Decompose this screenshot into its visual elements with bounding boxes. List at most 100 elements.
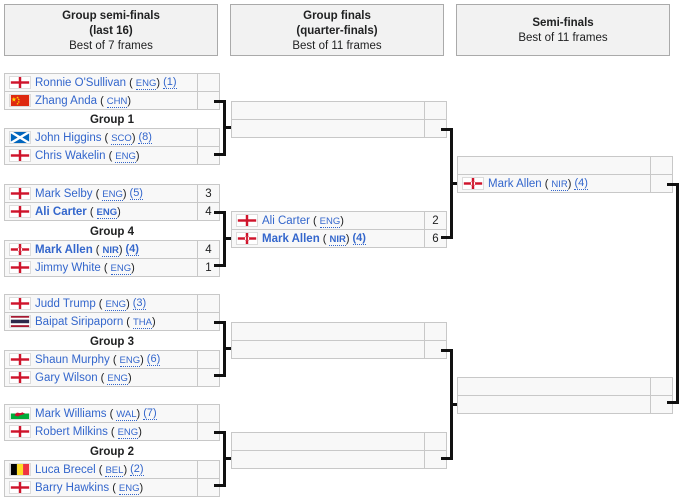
country-code-label[interactable]: ENG [117, 426, 139, 439]
match-r1-3[interactable]: Mark Selby (ENG)(5)3 Ali Carter (ENG)4 [4, 184, 220, 221]
seed-number[interactable]: (4) [125, 243, 139, 256]
country-code-label[interactable]: ENG [115, 150, 136, 163]
country-code-label[interactable]: ENG [96, 206, 118, 219]
seed-number[interactable]: (2) [130, 463, 144, 476]
player-name[interactable]: Judd Trump [35, 297, 96, 310]
player-name[interactable]: Mark Allen [488, 177, 542, 190]
match-r2-3[interactable] [231, 322, 447, 359]
country-code-label[interactable]: CHN [106, 95, 128, 108]
table-row[interactable] [231, 119, 447, 138]
player-name[interactable]: Barry Hawkins [35, 481, 110, 494]
table-row[interactable]: Luca Brecel (BEL)(2) [4, 460, 220, 479]
table-row[interactable]: Mark Allen (NIR)(4)6 [231, 229, 447, 248]
table-row[interactable] [231, 432, 447, 451]
score-cell: 4 [197, 241, 219, 258]
player-name-cell [232, 341, 424, 358]
player-name[interactable]: Mark Allen [35, 243, 93, 256]
country-code-label[interactable]: ENG [118, 482, 140, 495]
table-row[interactable]: Mark Williams (WAL)(7) [4, 404, 220, 423]
match-r1-2[interactable]: John Higgins (SCO)(8) Chris Wakelin (ENG… [4, 128, 220, 165]
table-row[interactable]: Chris Wakelin (ENG) [4, 146, 220, 165]
player-name[interactable]: Shaun Murphy [35, 353, 110, 366]
match-r2-2[interactable]: Ali Carter (ENG)2 Mark Allen (NIR)(4)6 [231, 211, 447, 248]
player-name[interactable]: Ali Carter [262, 214, 310, 227]
match-r2-4[interactable] [231, 432, 447, 469]
table-row[interactable] [457, 377, 673, 396]
table-row[interactable]: Gary Wilson (ENG) [4, 368, 220, 387]
seed-number[interactable]: (4) [352, 232, 366, 245]
table-row[interactable] [231, 340, 447, 359]
table-row[interactable]: Baipat Siripaporn (THA) [4, 312, 220, 331]
country-code-label[interactable]: ENG [110, 262, 132, 275]
country-code-label[interactable]: ENG [107, 372, 128, 385]
match-r2-1[interactable] [231, 101, 447, 138]
player-name[interactable]: Chris Wakelin [35, 149, 106, 162]
country-code-label[interactable]: ENG [105, 298, 127, 311]
table-row[interactable]: Ronnie O'Sullivan (ENG)(1) [4, 73, 220, 92]
seed-number[interactable]: (7) [143, 407, 157, 420]
player-name[interactable]: Zhang Anda [35, 94, 98, 107]
match-r1-7[interactable]: Mark Williams (WAL)(7) Robert Milkins (E… [4, 404, 220, 441]
player-name[interactable]: Ali Carter [35, 205, 87, 218]
table-row[interactable]: Robert Milkins (ENG) [4, 422, 220, 441]
match-r3-2[interactable] [457, 377, 673, 414]
table-row[interactable]: Jimmy White (ENG)1 [4, 258, 220, 277]
table-row[interactable]: Barry Hawkins (ENG) [4, 478, 220, 497]
table-row[interactable] [457, 156, 673, 175]
country-code: (WAL) [106, 407, 141, 421]
country-code-label[interactable]: NIR [102, 244, 119, 257]
table-row[interactable]: Judd Trump (ENG)(3) [4, 294, 220, 313]
country-code-label[interactable]: ENG [119, 354, 141, 367]
player-name[interactable]: John Higgins [35, 131, 102, 144]
country-code-label[interactable]: NIR [329, 233, 346, 246]
country-code-label[interactable]: BEL [105, 464, 124, 477]
country-code-label[interactable]: NIR [551, 178, 568, 191]
player-name[interactable]: Robert Milkins [35, 425, 108, 438]
player-name[interactable]: Ronnie O'Sullivan [35, 76, 127, 89]
seed-number[interactable]: (6) [146, 353, 161, 366]
country-code-label[interactable]: SCO [111, 132, 132, 145]
table-row[interactable]: Shaun Murphy (ENG)(6) [4, 350, 220, 369]
table-row[interactable] [231, 101, 447, 120]
seed-number[interactable]: (3) [132, 297, 147, 310]
player-name-cell [232, 433, 424, 450]
country-code-label[interactable]: ENG [102, 188, 123, 201]
player-name[interactable]: Baipat Siripaporn [35, 315, 124, 328]
match-r1-8[interactable]: Luca Brecel (BEL)(2) Barry Hawkins (ENG) [4, 460, 220, 497]
seed-number[interactable]: (1) [163, 76, 177, 89]
seed-number[interactable]: (4) [574, 177, 588, 190]
flag-eng-icon [9, 481, 31, 494]
country-code-label[interactable]: THA [132, 316, 152, 329]
country-code: (ENG) [109, 481, 144, 495]
country-code-label[interactable]: ENG [319, 215, 341, 228]
player-name[interactable]: Luca Brecel [35, 463, 96, 476]
seed-number[interactable]: (5) [129, 187, 143, 200]
table-row[interactable] [457, 395, 673, 414]
score-cell [197, 423, 219, 440]
table-row[interactable]: Zhang Anda (CHN) [4, 91, 220, 110]
player-name[interactable]: Jimmy White [35, 261, 101, 274]
match-r1-4[interactable]: Mark Allen (NIR)(4)4 Jimmy White (ENG)1 [4, 240, 220, 277]
table-row[interactable]: Mark Allen (NIR)(4) [457, 174, 673, 193]
match-r1-6[interactable]: Shaun Murphy (ENG)(6) Gary Wilson (ENG) [4, 350, 220, 387]
player-name[interactable]: Mark Selby [35, 187, 93, 200]
country-code-label[interactable]: ENG [135, 77, 157, 90]
table-row[interactable] [231, 450, 447, 469]
table-row[interactable]: Ali Carter (ENG)2 [231, 211, 447, 230]
table-row[interactable]: Mark Selby (ENG)(5)3 [4, 184, 220, 203]
match-r1-1[interactable]: Ronnie O'Sullivan (ENG)(1) Zhang Anda (C… [4, 73, 220, 110]
group-label-3: Group 3 [89, 336, 135, 348]
player-name[interactable]: Mark Williams [35, 407, 107, 420]
table-row[interactable]: Ali Carter (ENG)4 [4, 202, 220, 221]
player-name[interactable]: Gary Wilson [35, 371, 98, 384]
country-code-label[interactable]: WAL [116, 408, 137, 421]
table-row[interactable] [231, 322, 447, 341]
match-r1-5[interactable]: Judd Trump (ENG)(3) Baipat Siripaporn (T… [4, 294, 220, 331]
player-name[interactable]: Mark Allen [262, 232, 320, 245]
table-row[interactable]: John Higgins (SCO)(8) [4, 128, 220, 147]
bracket-connector-r3-final [667, 183, 679, 404]
table-row[interactable]: Mark Allen (NIR)(4)4 [4, 240, 220, 259]
match-r3-1[interactable]: Mark Allen (NIR)(4) [457, 156, 673, 193]
seed-number[interactable]: (8) [138, 131, 152, 144]
round-header-semi-finals: Semi-finals Best of 11 frames [456, 4, 670, 56]
